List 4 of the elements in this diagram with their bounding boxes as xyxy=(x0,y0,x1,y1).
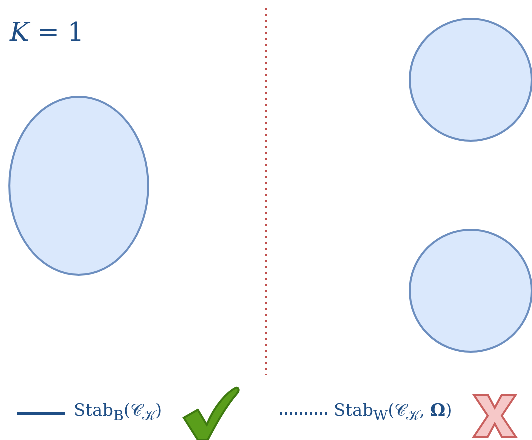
equation-label: K = 1 xyxy=(10,18,84,48)
ellipse xyxy=(9,96,149,276)
legend-label: Stab$_{W}$(𝒞$_{𝒦}$, Ω) xyxy=(334,401,452,424)
legend-label: Stab$_{B}$(𝒞$_{𝒦}$) xyxy=(74,401,162,424)
